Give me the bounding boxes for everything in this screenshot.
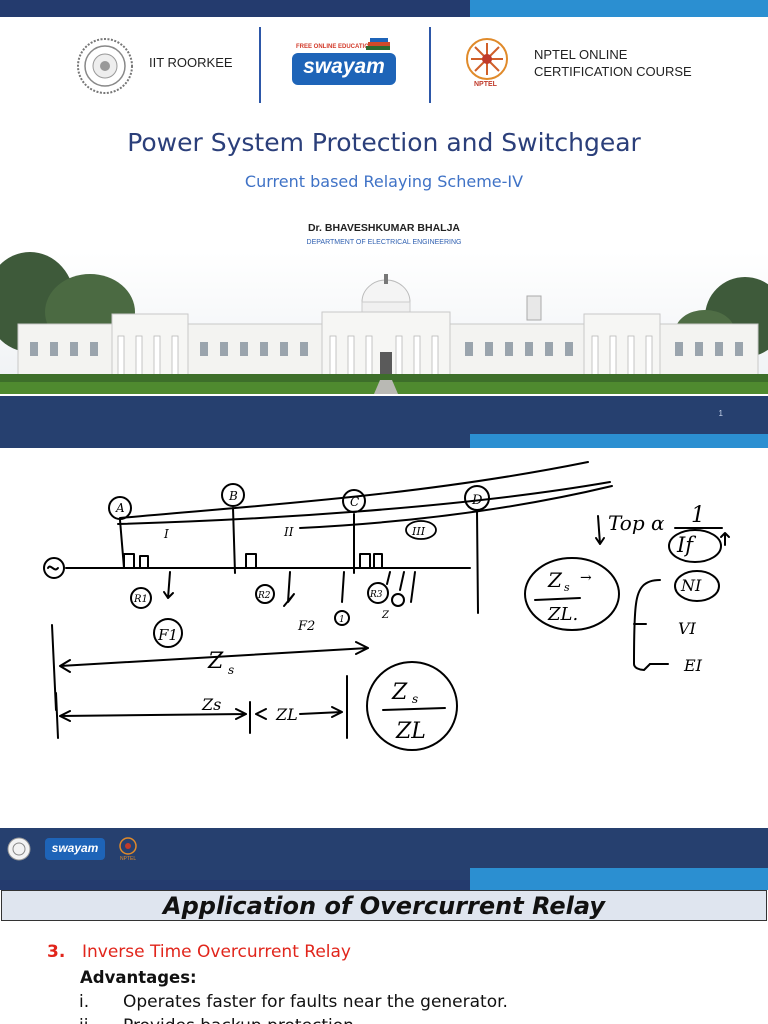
svg-text:If: If xyxy=(676,533,696,557)
top-bar xyxy=(0,880,470,890)
iit-roorkee-seal-icon xyxy=(7,837,31,861)
svg-text:Z: Z xyxy=(381,610,390,621)
course-title: Power System Protection and Switchgear xyxy=(127,128,641,157)
svg-text:ZL.: ZL. xyxy=(547,604,578,625)
svg-text:s: s xyxy=(228,663,234,677)
svg-text:→: → xyxy=(580,570,592,586)
svg-text:R3: R3 xyxy=(369,590,383,600)
logo-row: IIT ROORKEE swayam FREE ONLINE EDUCATION… xyxy=(0,17,768,109)
section-number: 3. xyxy=(47,942,66,962)
lecture-subtitle: Current based Relaying Scheme-IV xyxy=(244,172,524,191)
nptel-small-label: NPTEL xyxy=(120,856,137,862)
svg-text:Zs: Zs xyxy=(201,695,221,714)
iit-roorkee-seal-icon xyxy=(77,38,133,94)
list-item-marker: ii. xyxy=(79,1016,94,1024)
swayam-logo-small: swayam xyxy=(45,838,105,860)
list-item: Provides backup protection... xyxy=(123,1016,370,1024)
top-bar xyxy=(0,0,470,17)
svg-text:D: D xyxy=(471,493,483,508)
slide-title: Application of Overcurrent Relay xyxy=(163,892,605,920)
slide-title-box: Application of Overcurrent Relay xyxy=(1,890,767,921)
logo-divider xyxy=(259,27,261,103)
svg-text:1: 1 xyxy=(691,503,705,528)
nptel-small-label: NPTEL xyxy=(474,81,497,88)
advantages-heading: Advantages: xyxy=(80,968,197,987)
svg-text:Z: Z xyxy=(547,568,563,592)
logo-divider xyxy=(429,27,431,103)
list-item: Operates faster for faults near the gene… xyxy=(123,992,508,1012)
svg-text:B: B xyxy=(228,489,238,503)
svg-text:F1: F1 xyxy=(157,626,178,644)
svg-text:R1: R1 xyxy=(133,594,148,605)
swayam-tagline: FREE ONLINE EDUCATION xyxy=(296,44,374,50)
top-bar-accent xyxy=(470,0,768,17)
page-number: 1 xyxy=(718,409,723,418)
whiteboard-slide: A B C D I II III R1 R2 R3 F1 F2 1 Z Z s … xyxy=(0,448,768,880)
author-name: Dr. BHAVESHKUMAR BHALJA xyxy=(307,222,461,234)
main-building-image xyxy=(0,252,768,394)
svg-text:I: I xyxy=(163,527,169,541)
list-item-marker: i. xyxy=(79,992,90,1012)
nptel-line2: CERTIFICATION COURSE xyxy=(534,64,692,79)
svg-text:III: III xyxy=(411,525,426,538)
svg-text:ZL: ZL xyxy=(275,705,298,724)
section-heading: Inverse Time Overcurrent Relay xyxy=(82,942,351,962)
svg-text:VI: VI xyxy=(678,619,697,638)
svg-text:Z: Z xyxy=(391,680,408,705)
svg-text:II: II xyxy=(283,525,294,539)
nptel-line1: NPTEL ONLINE xyxy=(534,47,628,62)
svg-text:NI: NI xyxy=(680,576,702,595)
svg-text:F2: F2 xyxy=(297,619,315,634)
title-slide: IIT ROORKEE swayam FREE ONLINE EDUCATION… xyxy=(0,0,768,448)
handwritten-relay-diagram: A B C D I II III R1 R2 R3 F1 F2 1 Z Z s … xyxy=(43,461,730,751)
svg-text:s: s xyxy=(564,581,570,594)
books-icon xyxy=(366,38,390,50)
svg-text:A: A xyxy=(115,501,125,515)
footer-band-accent xyxy=(470,434,768,448)
nptel-logo-icon xyxy=(119,837,137,855)
swayam-logo: swayam xyxy=(292,53,396,85)
top-bar-accent xyxy=(470,880,768,890)
svg-text:ZL: ZL xyxy=(395,719,426,744)
nptel-logo-icon xyxy=(466,38,508,80)
department-name: DEPARTMENT OF ELECTRICAL ENGINEERING xyxy=(306,239,462,246)
svg-text:R2: R2 xyxy=(257,591,271,601)
svg-text:s: s xyxy=(412,692,418,706)
svg-text:EI: EI xyxy=(683,656,703,675)
svg-text:1: 1 xyxy=(339,615,345,625)
svg-text:C: C xyxy=(350,495,359,509)
svg-text:Top α: Top α xyxy=(608,511,665,535)
svg-text:Z: Z xyxy=(207,649,224,674)
content-slide: Application of Overcurrent Relay 3. Inve… xyxy=(0,880,768,1024)
footer-band-accent xyxy=(470,868,768,880)
iit-roorkee-label: IIT ROORKEE xyxy=(149,55,233,70)
